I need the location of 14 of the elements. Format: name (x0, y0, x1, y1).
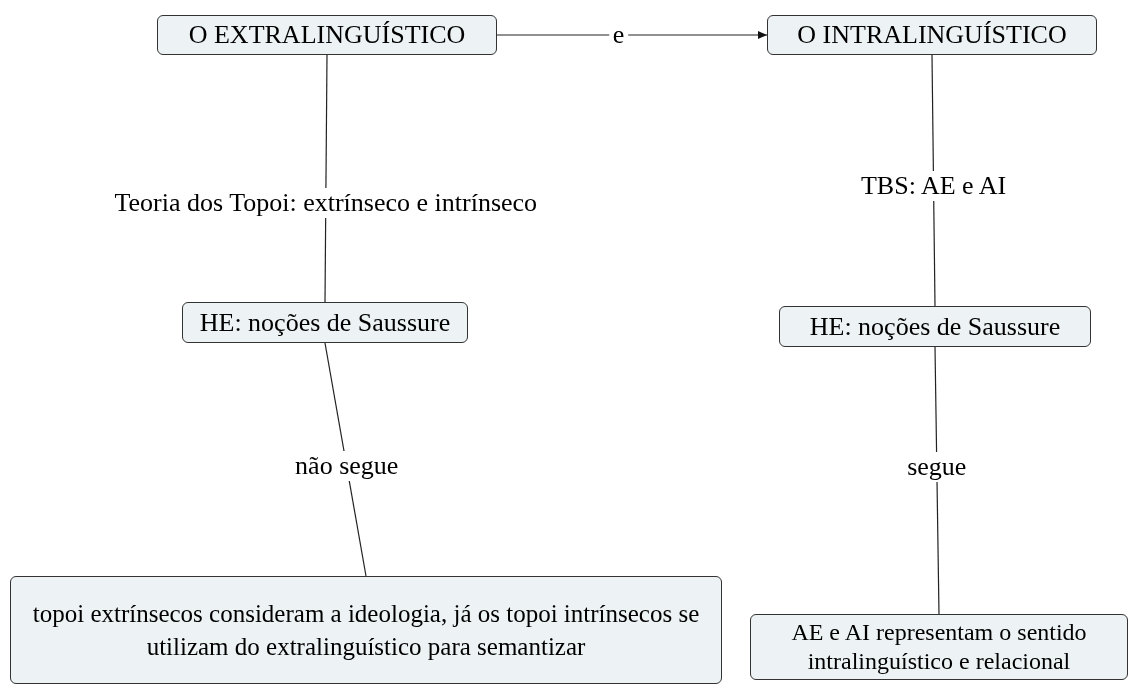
concept-box (767, 15, 1097, 55)
concept-text: HE: noções de Saussure (199, 307, 451, 338)
concept-box (779, 306, 1091, 347)
concept-box (10, 576, 722, 684)
concept-box (157, 15, 497, 55)
connector-line (934, 346, 940, 615)
concept-text: HE: noções de Saussure (809, 311, 1061, 342)
concept-box (182, 302, 468, 343)
concept-text: topoi extrínsecos consideram a ideologia, já os topoi intrínsecos se utilizam do extralinguístico para semantizar (31, 599, 701, 662)
concept-text: O EXTRALINGUÍSTICO (188, 20, 466, 50)
concept-box (750, 614, 1128, 680)
arrow (496, 31, 768, 39)
concept-text: AE e AI representam o sentido intralinguístico e relacional (790, 618, 1088, 676)
concept-text: O INTRALINGUÍSTICO (797, 20, 1067, 50)
